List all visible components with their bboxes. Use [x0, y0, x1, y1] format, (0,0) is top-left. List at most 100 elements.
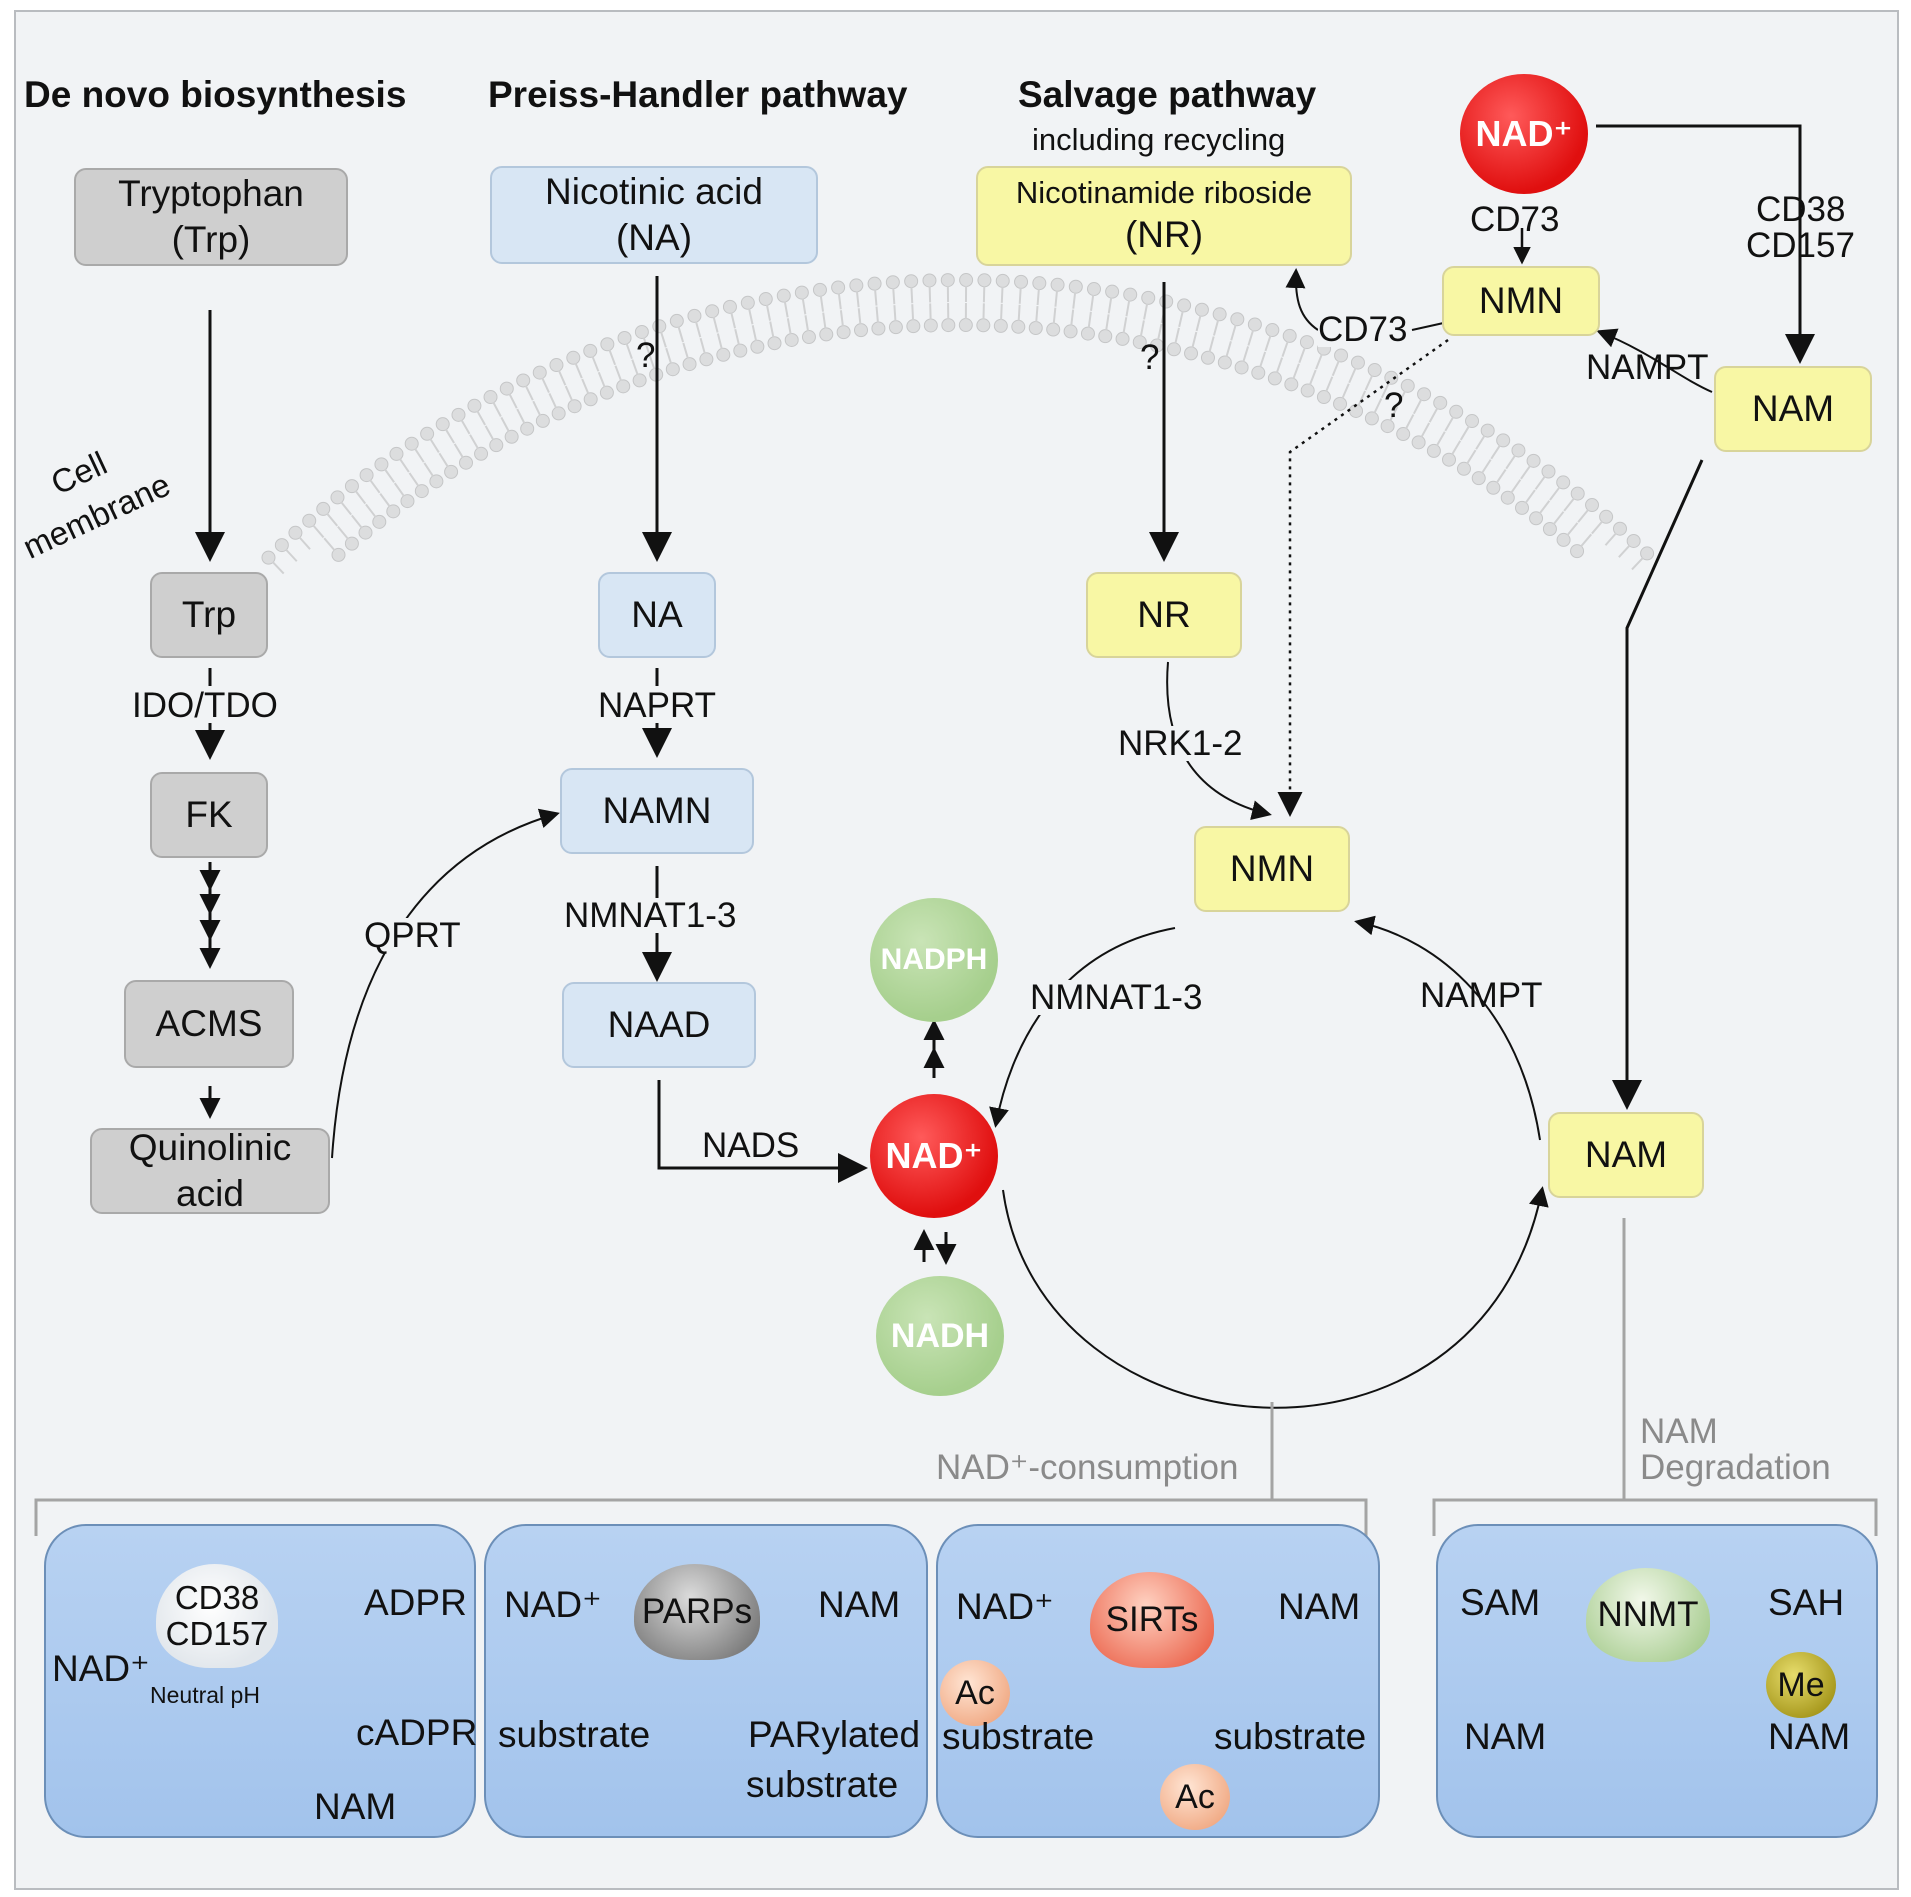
cd38-nad-label: NAD⁺	[52, 1648, 150, 1689]
consumption-bracket	[34, 1498, 1368, 1536]
lipid-head	[458, 455, 473, 470]
lipid-head	[687, 308, 702, 323]
lipid-head	[958, 318, 973, 333]
lipid-tail	[1018, 287, 1022, 304]
lipid-head	[1212, 307, 1227, 322]
lipid-tail	[1275, 357, 1284, 374]
lipid-head	[1032, 276, 1047, 291]
degradation-bracket	[1432, 1498, 1878, 1536]
lipid-tail	[1364, 375, 1374, 391]
lipid-head	[634, 324, 649, 339]
lipid-tail	[1348, 367, 1357, 384]
lipid-tail	[1444, 416, 1455, 432]
lipid-head	[750, 339, 765, 354]
parp-substrate-label: substrate	[498, 1714, 651, 1755]
qprt-label: QPRT	[364, 916, 461, 955]
lipid-tail	[429, 438, 440, 453]
lipid-tail	[1604, 532, 1617, 546]
lipid-tail	[911, 304, 915, 321]
lipid-head	[801, 330, 816, 345]
acetyl-ball-out: Ac	[1160, 1764, 1230, 1830]
lipid-tail	[855, 291, 860, 308]
lipid-head	[632, 373, 647, 388]
lipid-tail	[837, 293, 842, 310]
lipid-head	[483, 390, 498, 405]
header-preiss-handler: Preiss-Handler pathway	[488, 74, 908, 115]
lipid-tail	[340, 501, 352, 516]
lipid-tail	[631, 359, 639, 376]
lipid-head	[331, 547, 346, 562]
lipid-head	[941, 318, 956, 333]
cd38-enzyme-label-2: CD157	[165, 1615, 269, 1652]
lipid-head	[1400, 378, 1415, 393]
lipid-head	[1230, 312, 1245, 327]
lipid-tail	[783, 301, 789, 318]
na-box: NA	[598, 572, 716, 658]
lipid-head	[1063, 324, 1078, 339]
lipid-head	[1177, 298, 1192, 313]
lipid-head	[871, 321, 886, 336]
lipid-head	[1299, 335, 1314, 350]
lipid-tail	[1247, 329, 1255, 346]
lipid-head	[420, 426, 435, 441]
lipid-tail	[1618, 544, 1631, 558]
lipid-tail	[384, 468, 395, 483]
lipid-head	[600, 337, 615, 352]
lipid-head	[1411, 435, 1426, 450]
parp-nad-label: NAD⁺	[504, 1584, 602, 1625]
lipid-head	[1115, 331, 1130, 346]
lipid-tail	[1475, 435, 1486, 450]
lipid-tail	[874, 289, 878, 306]
salvage-arrows	[989, 282, 1549, 1409]
lipid-head	[831, 280, 846, 295]
lipid-tail	[1087, 311, 1092, 328]
lipid-head	[1086, 282, 1101, 297]
lipid-head	[1570, 544, 1585, 559]
lipid-head	[1380, 419, 1395, 434]
nr-import-question: ?	[1140, 338, 1160, 377]
nmn-import-arrow	[1277, 338, 1449, 817]
lipid-tail	[399, 458, 410, 473]
lipid-tail	[1072, 292, 1077, 309]
lipid-head	[1184, 346, 1199, 361]
lipid-tail	[1631, 557, 1644, 571]
lipid-head	[940, 273, 955, 288]
nampt-ext-label: NAMPT	[1586, 348, 1709, 387]
lipid-head	[1105, 284, 1120, 299]
lipid-tail	[1495, 468, 1507, 484]
lipid-head	[993, 318, 1008, 333]
lipid-head	[976, 318, 991, 333]
lipid-tail	[1580, 533, 1593, 548]
cd73-side-arrow	[1285, 268, 1319, 331]
nampt-cycle-arrow	[1354, 915, 1541, 1141]
lipid-tail	[414, 448, 425, 463]
lipid-tail	[1420, 422, 1431, 438]
lipid-head	[1613, 521, 1628, 536]
lipid-head	[386, 504, 401, 519]
lipid-tail	[460, 419, 471, 435]
tryptophan-box: Tryptophan(Trp)	[74, 168, 348, 266]
lipid-tail	[1090, 294, 1095, 311]
nnmt-nam-label: NAM	[1464, 1716, 1547, 1757]
lipid-tail	[1107, 297, 1113, 314]
nampt-ext-arrow	[1596, 328, 1713, 393]
lipid-head	[923, 318, 938, 333]
lipid-head	[1515, 500, 1530, 515]
lipid-head	[1167, 342, 1182, 357]
lipid-tail	[369, 479, 381, 494]
lipid-tail	[614, 365, 623, 382]
lipid-tail	[1264, 335, 1272, 352]
lipid-tail	[748, 308, 754, 325]
lipid-head	[1640, 546, 1655, 561]
lipid-tail	[1143, 303, 1149, 320]
lipid-tail	[1566, 522, 1579, 536]
lipid-tail	[298, 536, 311, 550]
lipid-head	[1333, 396, 1348, 411]
nmn-extracellular-box: NMN	[1442, 266, 1600, 336]
lipid-head	[836, 325, 851, 340]
lipid-head	[1284, 377, 1299, 392]
lipid-head	[535, 413, 550, 428]
lipid-tail	[1070, 309, 1075, 326]
sirt-nam-label: NAM	[1278, 1586, 1361, 1627]
